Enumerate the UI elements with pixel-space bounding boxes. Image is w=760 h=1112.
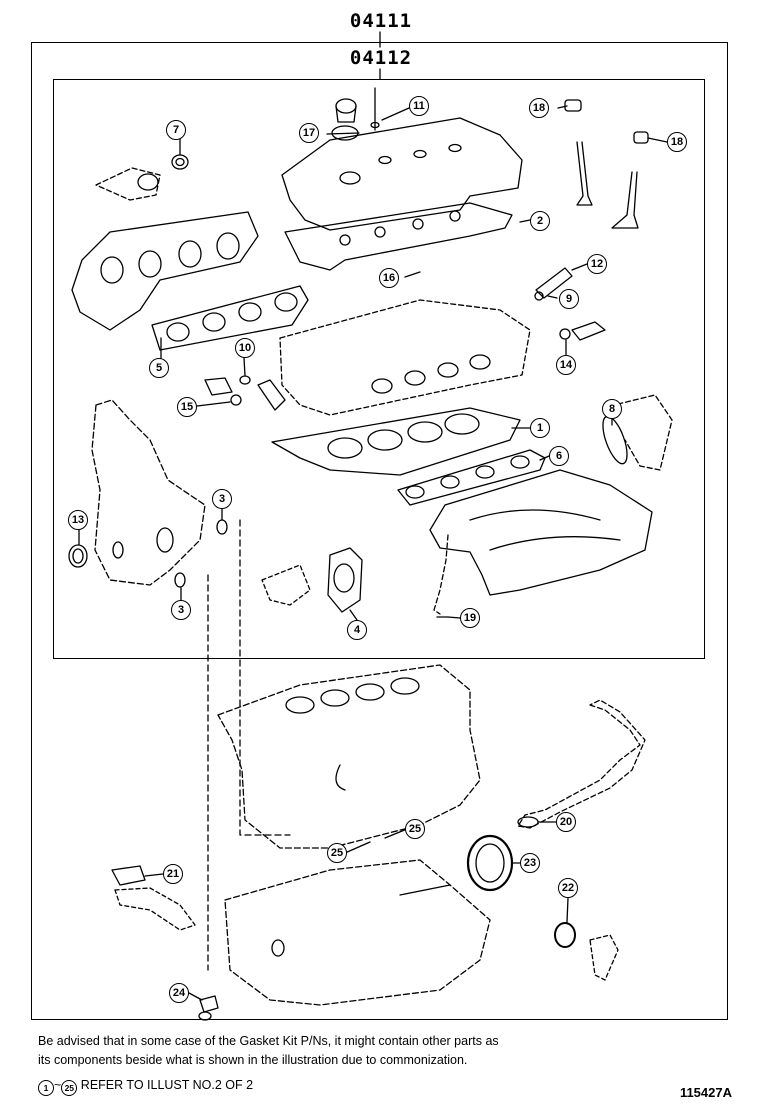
callout-9: 9 bbox=[559, 289, 579, 309]
callout-21: 21 bbox=[163, 864, 183, 884]
callout-24: 24 bbox=[169, 983, 189, 1003]
callout-15: 15 bbox=[177, 397, 197, 417]
callout-3: 3 bbox=[171, 600, 191, 620]
intake-gasket-drawing bbox=[397, 449, 546, 506]
callout-3: 3 bbox=[212, 489, 232, 509]
callout-8: 8 bbox=[602, 399, 622, 419]
kit-number-outer: 04111 bbox=[349, 10, 413, 32]
range-start-circle: 1 bbox=[38, 1080, 54, 1096]
disclaimer-line-2: its components beside what is shown in t… bbox=[38, 1053, 468, 1067]
callout-18: 18 bbox=[667, 132, 687, 152]
callout-12: 12 bbox=[587, 254, 607, 274]
callout-7: 7 bbox=[166, 120, 186, 140]
callout-25: 25 bbox=[327, 843, 347, 863]
callout-4: 4 bbox=[347, 620, 367, 640]
range-separator: ~ bbox=[54, 1078, 62, 1092]
callout-5: 5 bbox=[149, 358, 169, 378]
head-gasket-drawing bbox=[271, 407, 521, 476]
exhaust-manifold-drawing bbox=[71, 211, 259, 331]
callout-13: 13 bbox=[68, 510, 88, 530]
callout-25: 25 bbox=[405, 819, 425, 839]
callout-16: 16 bbox=[379, 268, 399, 288]
callout-11: 11 bbox=[409, 96, 429, 116]
cylinder-head-cover-drawing bbox=[281, 98, 523, 231]
timing-cover-drawing bbox=[91, 399, 206, 586]
callout-10: 10 bbox=[235, 338, 255, 358]
disclaimer-line-1: Be advised that in some case of the Gask… bbox=[38, 1034, 499, 1048]
callout-14: 14 bbox=[556, 355, 576, 375]
cylinder-block-drawing bbox=[217, 664, 481, 849]
callout-1: 1 bbox=[530, 418, 550, 438]
range-end-circle: 25 bbox=[61, 1080, 78, 1096]
callout-19: 19 bbox=[460, 608, 480, 628]
inner-kit-frame bbox=[53, 79, 705, 659]
valves-drawing bbox=[564, 99, 649, 229]
callout-18: 18 bbox=[529, 98, 549, 118]
callout-22: 22 bbox=[558, 878, 578, 898]
intake-manifold-drawing bbox=[429, 469, 653, 596]
exhaust-gasket-drawing bbox=[151, 285, 309, 351]
head-cover-gasket-drawing bbox=[284, 202, 513, 271]
callout-2: 2 bbox=[530, 211, 550, 231]
callout-6: 6 bbox=[549, 446, 569, 466]
callout-17: 17 bbox=[299, 123, 319, 143]
figure-id: 115427A bbox=[679, 1085, 732, 1100]
illustration-reference-note: 1~25 REFER TO ILLUST NO.2 OF 2 bbox=[38, 1076, 253, 1096]
oil-pan-drawing bbox=[224, 859, 491, 1006]
callout-20: 20 bbox=[556, 812, 576, 832]
callout-23: 23 bbox=[520, 853, 540, 873]
reference-text: REFER TO ILLUST NO.2 OF 2 bbox=[80, 1078, 254, 1092]
cylinder-head-drawing bbox=[279, 299, 531, 416]
kit-number-inner: 04112 bbox=[349, 47, 413, 69]
